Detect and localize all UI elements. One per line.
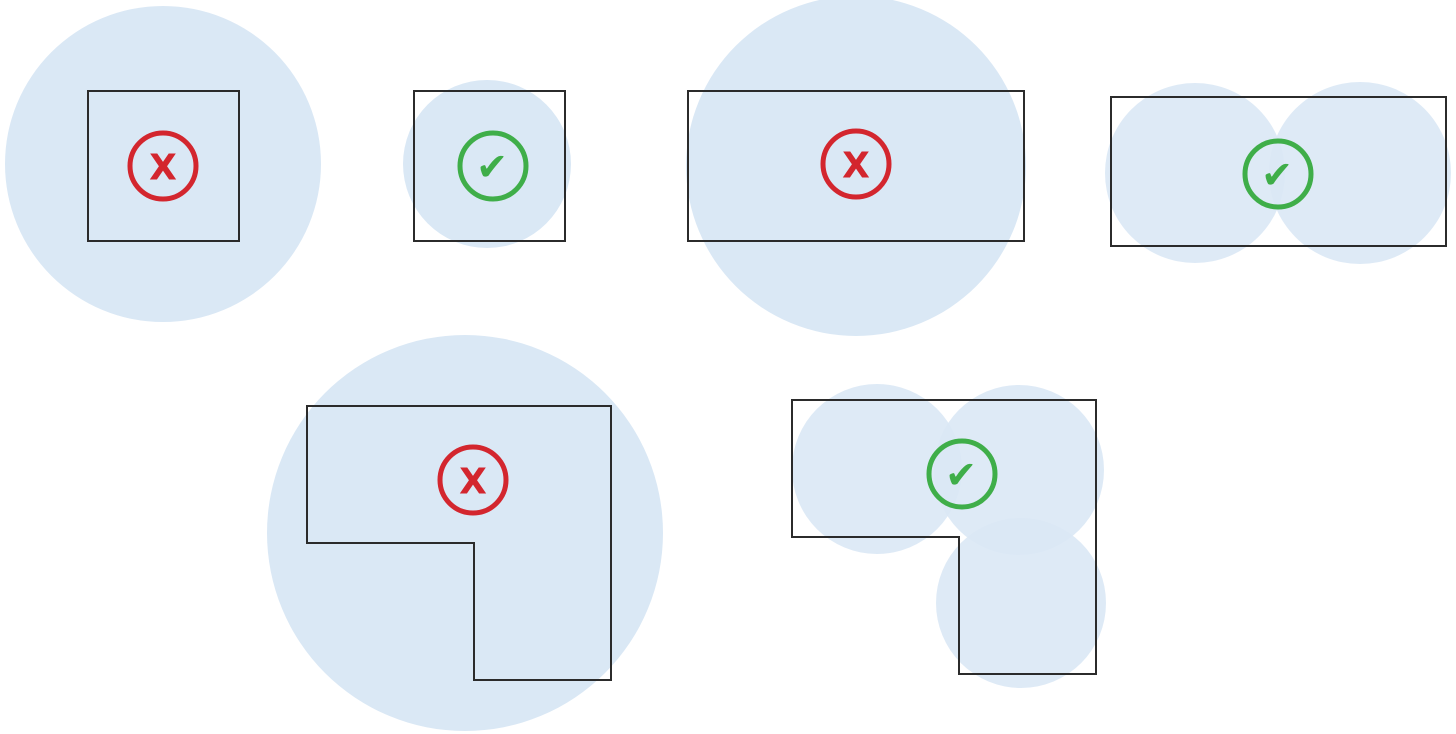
- svg-text:✔: ✔: [1261, 153, 1293, 197]
- svg-text:X: X: [459, 462, 487, 503]
- room-outline-rectangle: [687, 90, 1025, 242]
- room-outline-square: [87, 90, 240, 242]
- example-l-shape-three-circles: ✔: [791, 384, 1106, 688]
- check-mark-icon: ✔: [457, 130, 529, 202]
- x-mark-icon: X: [127, 130, 199, 202]
- x-mark-icon: X: [437, 444, 509, 516]
- example-l-shape-one-large-circle: X: [267, 335, 663, 731]
- coverage-circle: [1105, 83, 1285, 263]
- example-rectangle-one-large-circle: X: [686, 0, 1026, 336]
- svg-text:✔: ✔: [476, 145, 508, 189]
- example-square-one-large-circle: X: [5, 6, 321, 322]
- coverage-circle: [686, 0, 1026, 336]
- coverage-circle: [792, 384, 962, 554]
- coverage-circle: [267, 335, 663, 731]
- room-outline-l-shape: [791, 399, 1097, 675]
- check-mark-icon: ✔: [1242, 138, 1314, 210]
- coverage-circle: [1269, 82, 1451, 264]
- coverage-circle: [5, 6, 321, 322]
- room-outline-l-shape: [306, 405, 612, 681]
- check-mark-icon: ✔: [926, 438, 998, 510]
- example-square-one-fitted-circle: ✔: [403, 80, 571, 248]
- example-rectangle-two-circles: ✔: [1105, 82, 1451, 264]
- room-outline-rectangle: [1110, 96, 1447, 247]
- svg-text:✔: ✔: [945, 453, 977, 497]
- coverage-circle: [936, 518, 1106, 688]
- coverage-circle: [403, 80, 571, 248]
- svg-text:X: X: [149, 148, 177, 189]
- coverage-circle: [934, 385, 1104, 555]
- svg-text:X: X: [842, 146, 870, 187]
- room-outline-square: [413, 90, 566, 242]
- x-mark-icon: X: [820, 128, 892, 200]
